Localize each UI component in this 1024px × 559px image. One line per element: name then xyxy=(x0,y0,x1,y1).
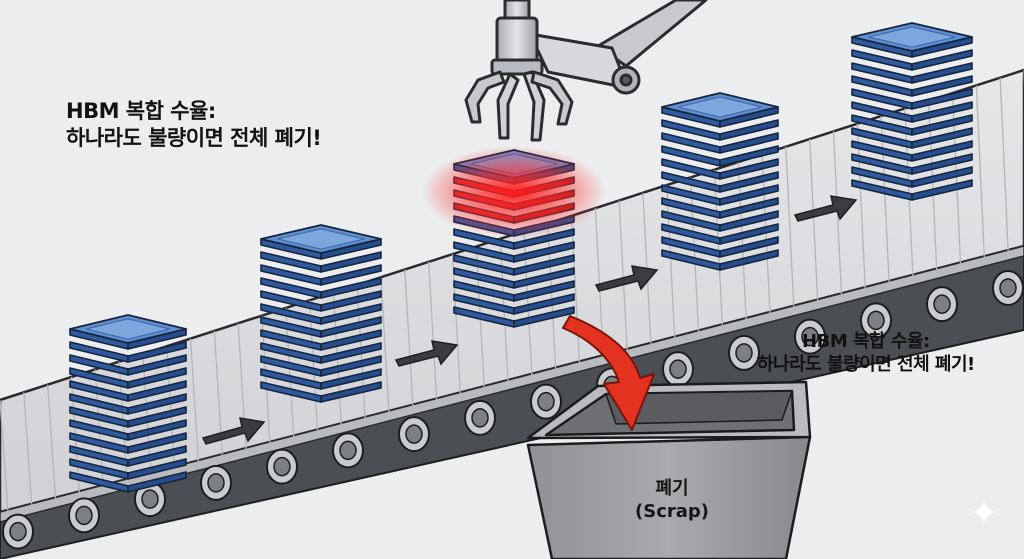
conveyor-roller xyxy=(399,417,429,451)
yield-caption-right: HBM 복합 수율: 하나라도 불량이면 전체 폐기! xyxy=(757,330,975,376)
scrap-bin-label: 폐기 (Scrap) xyxy=(612,478,732,523)
conveyor-roller xyxy=(333,433,363,467)
chip-layer xyxy=(261,225,381,259)
scrap-bin-sublabel-text: (Scrap) xyxy=(612,501,732,524)
yield-caption-right-line1: HBM 복합 수율: xyxy=(757,330,975,353)
conveyor-roller xyxy=(201,466,231,500)
conveyor-roller xyxy=(663,352,693,386)
yield-caption-right-line2: 하나라도 불량이면 전체 폐기! xyxy=(757,353,975,376)
conveyor-roller xyxy=(531,385,561,419)
conveyor-roller xyxy=(465,401,495,435)
conveyor-roller xyxy=(69,498,99,532)
scrap-bin-label-text: 폐기 xyxy=(612,478,732,501)
conveyor-roller xyxy=(3,515,33,549)
gripper-head xyxy=(497,18,537,64)
conveyor-roller xyxy=(993,271,1023,305)
chip-layer xyxy=(852,23,972,57)
conveyor-roller xyxy=(267,450,297,484)
defect-glow xyxy=(422,146,606,238)
robotic-gripper xyxy=(466,0,706,140)
yield-caption-left: HBM 복합 수율: 하나라도 불량이면 전체 폐기! xyxy=(66,98,321,152)
yield-caption-left-line1: HBM 복합 수율: xyxy=(66,98,321,125)
scrap-bin xyxy=(528,382,810,559)
robot-joint-pin xyxy=(621,75,631,85)
yield-caption-left-line2: 하나라도 불량이면 전체 폐기! xyxy=(66,125,321,152)
chip-layer xyxy=(70,315,186,349)
sparkle-icon xyxy=(970,498,998,526)
conveyor-roller xyxy=(729,336,759,370)
chip-layer xyxy=(662,93,778,127)
conveyor-roller xyxy=(927,287,957,321)
